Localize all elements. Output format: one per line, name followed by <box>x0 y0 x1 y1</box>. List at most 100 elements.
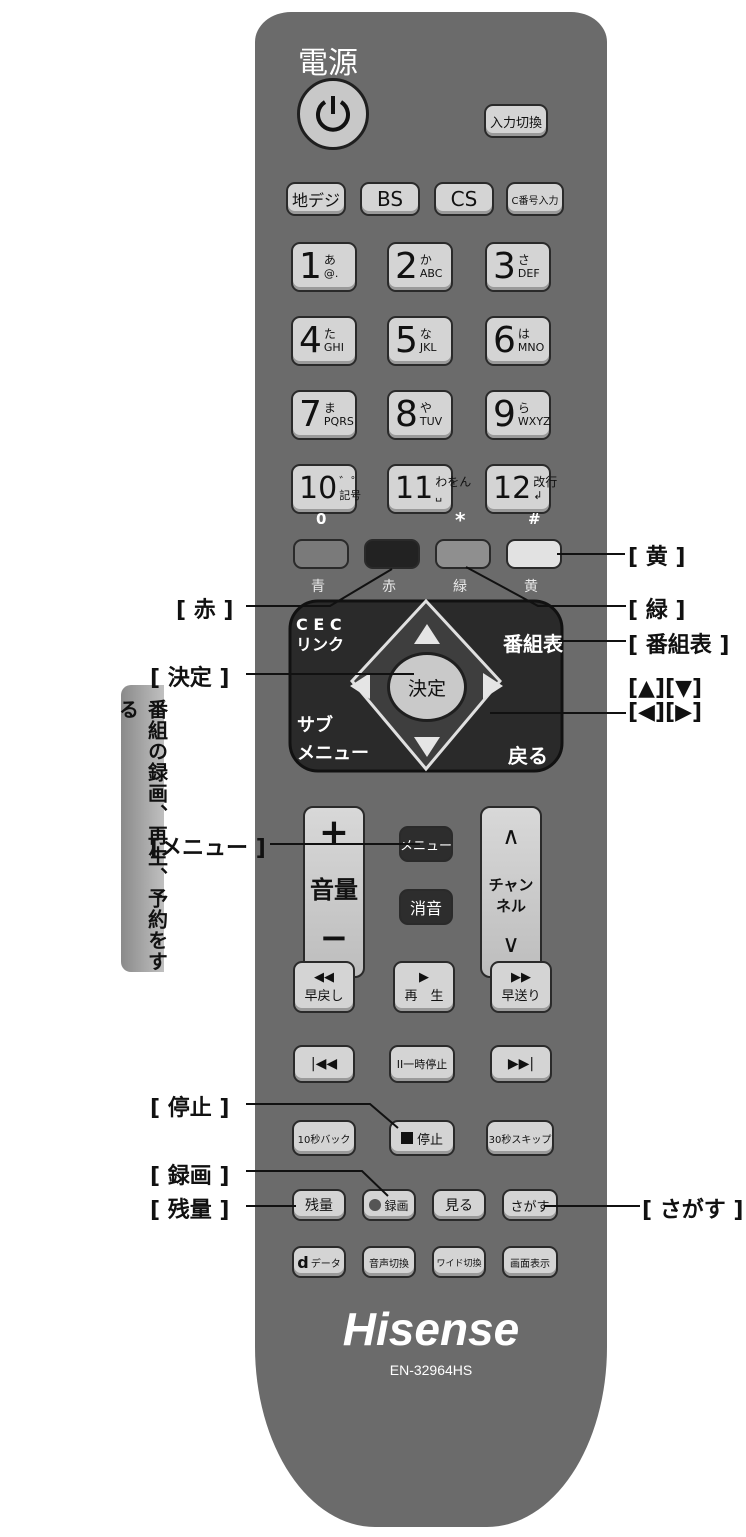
play-button[interactable]: ▶ 再 生 <box>393 961 455 1013</box>
green-key[interactable] <box>435 539 491 569</box>
mute-button[interactable]: 消音 <box>399 889 453 925</box>
annotation-remaining: [ 残量 ] <box>150 1198 230 1223</box>
number-key-digit: 7 <box>299 394 322 435</box>
view-button[interactable]: 見る <box>432 1189 486 1221</box>
skip-fwd-30-button[interactable]: 30秒スキップ <box>486 1120 554 1156</box>
play-label: 再 生 <box>404 989 444 1004</box>
remaining-button[interactable]: 残量 <box>292 1189 346 1221</box>
submenu-button[interactable]: サブ メニュー <box>297 712 369 768</box>
channel-rocker[interactable]: ∧ チャンネル ∨ <box>480 806 542 978</box>
number-key-kana: あ <box>323 253 336 267</box>
number-key-kana: ま <box>323 401 336 415</box>
ch-input-button[interactable]: C番号入力 <box>506 182 564 216</box>
d-data-label: データ <box>310 1258 341 1270</box>
power-button[interactable] <box>297 78 369 150</box>
annotation-search: [ さがす ] <box>642 1198 744 1223</box>
number-key-digit: 2 <box>395 246 418 287</box>
number-key-letters: ␣ <box>435 489 443 502</box>
zero-label: 0 <box>316 510 327 528</box>
cs-button[interactable]: CS <box>434 182 494 216</box>
program-guide-button[interactable]: 番組表 <box>503 632 563 656</box>
number-key-kana: ゛゜ <box>339 475 364 489</box>
left-arrow-icon[interactable] <box>350 673 370 699</box>
brand-logo: Hisense <box>342 1303 520 1355</box>
red-key[interactable] <box>364 539 420 569</box>
rewind-label: 早戻し <box>304 989 344 1004</box>
number-key-digit: 9 <box>493 394 516 435</box>
annotation-stop: [ 停止 ] <box>150 1096 230 1121</box>
d-data-icon: d <box>297 1252 309 1272</box>
number-key-letters: JKL <box>419 341 437 354</box>
annotation-menu: [メニュー ] <box>150 836 266 861</box>
number-key-kana: さ <box>517 253 530 267</box>
annotation-yellow: [ 黄 ] <box>628 545 686 570</box>
bs-button[interactable]: BS <box>360 182 420 216</box>
screen-display-button[interactable]: 画面表示 <box>502 1246 558 1278</box>
number-key-sub: 改行↲ <box>533 475 558 503</box>
wide-switch-button[interactable]: ワイド切換 <box>432 1246 486 1278</box>
d-data-button[interactable]: d データ <box>292 1246 346 1278</box>
skip-back-10-button[interactable]: 10秒バック <box>292 1120 356 1156</box>
down-arrow-icon[interactable] <box>414 737 440 757</box>
number-key-kana: わをん <box>435 475 472 489</box>
stop-button[interactable]: 停止 <box>389 1120 455 1156</box>
up-arrow-icon[interactable] <box>414 624 440 644</box>
right-arrow-icon[interactable] <box>483 673 503 699</box>
blue-key[interactable] <box>293 539 349 569</box>
pause-button[interactable]: II一時停止 <box>389 1045 455 1083</box>
ok-button[interactable]: 決定 <box>387 652 467 722</box>
yellow-key-label: 黄 <box>524 579 538 595</box>
number-key-letters: GHI <box>323 341 344 354</box>
number-key-kana: 改行 <box>533 475 558 489</box>
volume-label: 音量 <box>310 876 358 904</box>
ffwd-icon: ▶▶ <box>511 970 531 985</box>
number-key-letters: PQRS <box>323 415 354 428</box>
channel-up: ∧ <box>502 822 520 850</box>
annotation-green: [ 緑 ] <box>628 598 686 623</box>
ok-label: 決定 <box>407 677 446 700</box>
volume-plus: + <box>318 812 350 853</box>
annotation-ok: [ 決定 ] <box>150 666 230 691</box>
link-label: リンク <box>296 635 345 654</box>
yellow-key[interactable] <box>506 539 562 569</box>
number-key-letters: MNO <box>517 341 545 354</box>
cec-link-button[interactable]: C E C リンク <box>296 615 344 655</box>
number-key-digit: 3 <box>493 246 516 287</box>
blue-key-label: 青 <box>311 579 325 595</box>
record-label: 録画 <box>384 1198 409 1213</box>
next-button[interactable]: ▶▶| <box>490 1045 552 1083</box>
channel-down: ∨ <box>502 930 520 958</box>
record-button[interactable]: 録画 <box>362 1189 416 1221</box>
volume-rocker[interactable]: + 音量 − <box>303 806 365 978</box>
audio-switch-button[interactable]: 音声切換 <box>362 1246 416 1278</box>
number-key-10[interactable]: 10゛゜記号 <box>291 464 363 514</box>
power-title: 電源 <box>298 46 358 81</box>
ffwd-label: 早送り <box>501 989 541 1004</box>
ffwd-button[interactable]: ▶▶ 早送り <box>490 961 552 1013</box>
channel-label: チャンネル <box>488 876 534 915</box>
number-key-sub: あ@. <box>323 253 339 281</box>
rewind-button[interactable]: ◀◀ 早戻し <box>293 961 355 1013</box>
input-switch-button[interactable]: 入力切換 <box>484 104 548 138</box>
back-button[interactable]: 戻る <box>508 744 548 768</box>
terrestrial-button[interactable]: 地デジ <box>286 182 346 216</box>
prev-button[interactable]: |◀◀ <box>293 1045 355 1083</box>
